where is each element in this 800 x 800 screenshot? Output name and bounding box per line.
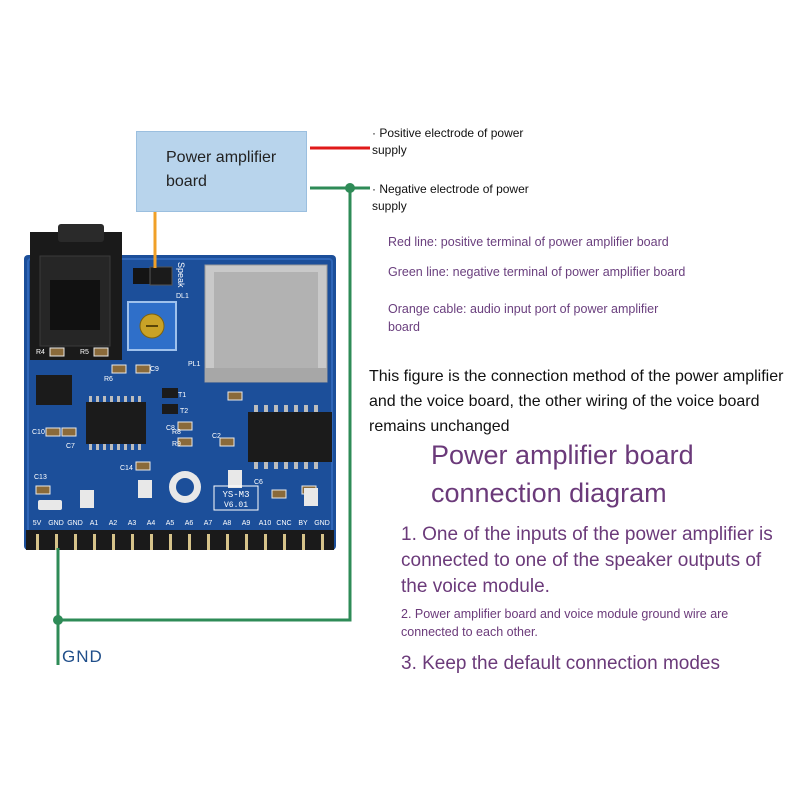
component-label: DL1 — [176, 293, 189, 300]
step-1: 1. One of the inputs of the power amplif… — [401, 524, 773, 597]
pin-label: A8 — [223, 520, 232, 527]
pin-label: GND — [67, 520, 83, 527]
wiring-note: This figure is the connection method of … — [369, 368, 784, 435]
small-chip — [36, 375, 72, 405]
power-amplifier-board — [136, 131, 307, 212]
component-label: R9 — [172, 441, 181, 448]
component-label: C14 — [120, 465, 133, 472]
component-label: T2 — [180, 408, 188, 415]
pin-label: A2 — [109, 520, 118, 527]
gnd-label: GND — [62, 647, 103, 666]
pin-label: A3 — [128, 520, 137, 527]
sd-card-slot-lip — [205, 368, 327, 382]
audio-jack-socket — [50, 280, 100, 330]
component-label: R8 — [172, 429, 181, 436]
transistors — [162, 388, 178, 414]
component-label: C10 — [32, 429, 45, 436]
audio-jack-barrel — [58, 224, 104, 242]
sd-card-slot-inner — [214, 272, 318, 372]
jumper-label: Speak — [176, 262, 186, 288]
legend-green-line: Green line: negative terminal of power a… — [388, 265, 686, 279]
header-pins — [36, 534, 324, 550]
diagram-title: Power amplifier board connection diagram — [431, 440, 694, 508]
component-label: C6 — [254, 479, 263, 486]
step-3: 3. Keep the default connection modes — [401, 653, 721, 674]
step-2: 2. Power amplifier board and voice modul… — [401, 607, 729, 639]
component-label: R6 — [104, 376, 113, 383]
gnd-junction — [53, 615, 63, 625]
pin-header — [26, 530, 334, 550]
mounting-hole-center — [176, 478, 194, 496]
component-label: R4 — [36, 349, 45, 356]
decoder-chip — [86, 402, 146, 444]
capacitors — [38, 470, 318, 510]
pin-label: A7 — [204, 520, 213, 527]
component-label: C7 — [66, 443, 75, 450]
component-label: C9 — [150, 366, 159, 373]
chip-pins — [89, 396, 318, 469]
memory-chip — [248, 412, 332, 462]
ground-junction — [345, 183, 355, 193]
legend-red-line: Red line: positive terminal of power amp… — [388, 235, 669, 249]
version-box — [213, 485, 259, 511]
pin-label: GND — [48, 520, 64, 527]
pin-label: A5 — [166, 520, 175, 527]
negative-electrode-label: · Negative electrode of power supply — [372, 182, 529, 213]
board-model: YS-M3 — [222, 490, 249, 500]
component-label: C2 — [212, 433, 221, 440]
component-label: C13 — [34, 474, 47, 481]
speaker-jumper-cap — [149, 266, 173, 286]
pin-label: 5V — [33, 520, 42, 527]
component-label: PL1 — [188, 361, 201, 368]
pin-label: A10 — [259, 520, 272, 527]
pin-label: A4 — [147, 520, 156, 527]
ground-wire — [58, 186, 352, 622]
pin-label: CNC — [276, 520, 291, 527]
legend-orange-cable: Orange cable: audio input port of power … — [388, 302, 659, 334]
pin-label: A6 — [185, 520, 194, 527]
pin-label: A1 — [90, 520, 99, 527]
component-label: R5 — [80, 349, 89, 356]
amplifier-board-label: Power amplifier board — [166, 149, 277, 190]
board-version: V6.01 — [224, 501, 248, 510]
positive-electrode-label: · Positive electrode of power supply — [372, 126, 524, 157]
pin-label: BY — [298, 520, 308, 527]
pin-label: A9 — [242, 520, 251, 527]
component-label: C8 — [166, 425, 175, 432]
pin-label: GND — [314, 520, 330, 527]
component-label: T1 — [178, 392, 186, 399]
